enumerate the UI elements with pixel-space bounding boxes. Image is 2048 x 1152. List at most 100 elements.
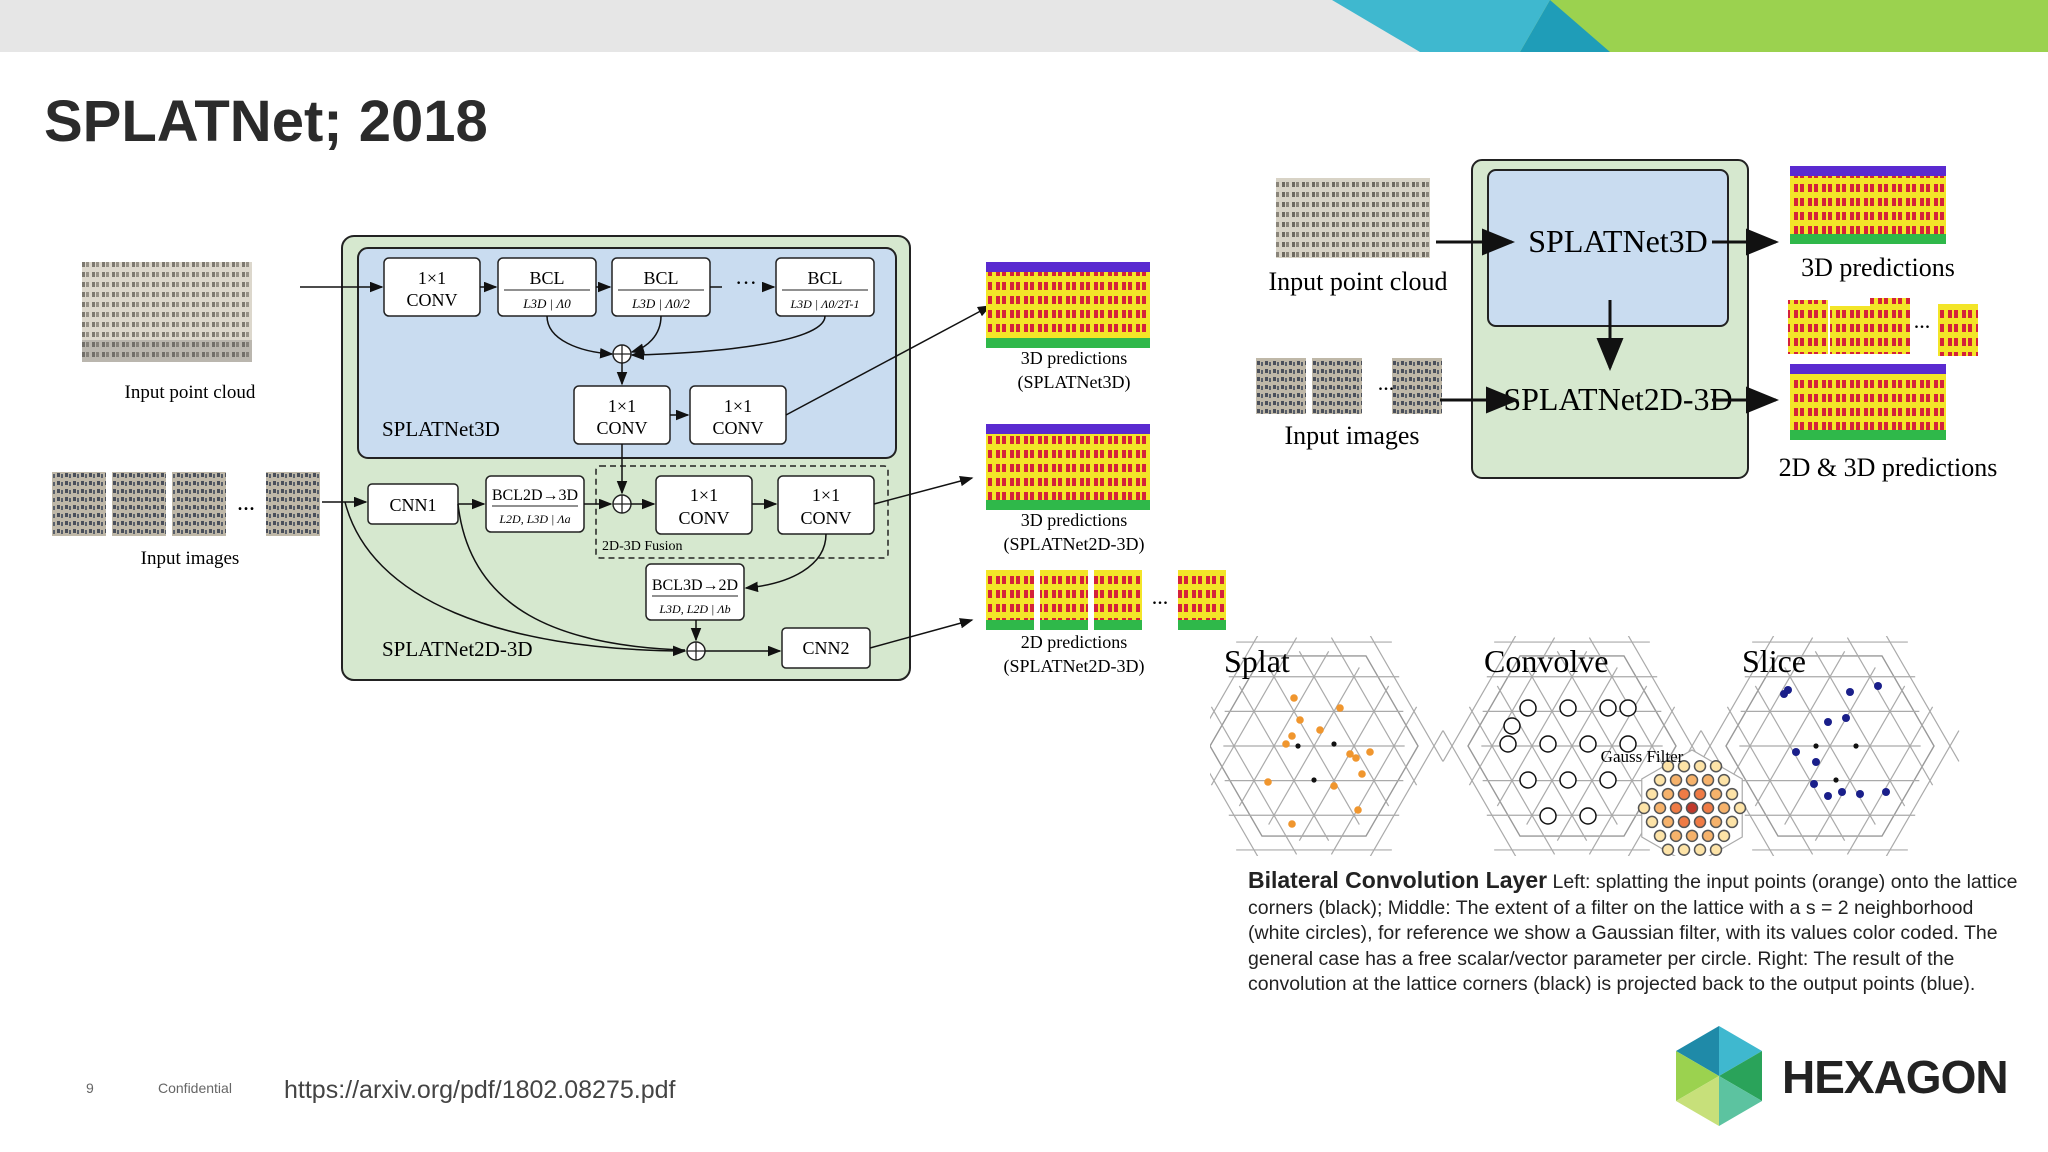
gauss-weight-dot xyxy=(1653,773,1667,787)
gauss-weight-dot xyxy=(1733,801,1747,815)
pred-3-line1: 2D predictions xyxy=(1021,632,1127,652)
pred-2-line1: 3D predictions xyxy=(1021,510,1127,530)
bcl-box-2-title: BCL xyxy=(643,268,678,288)
gauss-weight-dot xyxy=(1709,787,1723,801)
blue-output-point xyxy=(1812,758,1820,766)
lattice-line xyxy=(1369,636,1444,762)
lattice-outline xyxy=(1467,655,1677,837)
lattice-line xyxy=(1238,651,1330,807)
orange-input-point xyxy=(1346,750,1354,758)
caption-heading: Bilateral Convolution Layer xyxy=(1248,867,1548,893)
neighborhood-circle xyxy=(1503,717,1521,735)
lattice-corner-point xyxy=(1833,777,1839,783)
fusion-label: 2D-3D Fusion xyxy=(602,539,683,554)
bcl-box-1-title: BCL xyxy=(529,268,564,288)
gauss-weight-dot xyxy=(1677,815,1691,829)
lattice-line xyxy=(1814,651,1906,807)
lattice-line xyxy=(1496,651,1588,807)
bcl-3d2d-title: BCL3D→2D xyxy=(652,577,738,594)
orange-input-point xyxy=(1316,726,1324,734)
gauss-weight-dot xyxy=(1645,815,1659,829)
gauss-weight-dot xyxy=(1685,829,1699,843)
splatnet-2d3d-label: SPLATNet2D-3D xyxy=(382,637,533,661)
neighborhood-circle xyxy=(1619,699,1637,717)
overview-input-point-cloud-label: Input point cloud xyxy=(1268,267,1447,296)
gauss-weight-dot xyxy=(1669,773,1683,787)
orange-input-point xyxy=(1352,754,1360,762)
lattice-figure: Splat Convolve Slice Gauss Filter xyxy=(1210,636,1960,856)
blue-output-point xyxy=(1810,780,1818,788)
gauss-weight-dot xyxy=(1725,787,1739,801)
bcl-3d2d-sub: L3D, L2D | Λb xyxy=(658,602,730,616)
conv-box-4-line1: 1×1 xyxy=(690,485,718,505)
blue-output-point xyxy=(1784,686,1792,694)
neighborhood-circle xyxy=(1519,771,1537,789)
lattice-line xyxy=(1846,706,1934,855)
pred-2d-images xyxy=(986,570,1226,630)
gauss-weight-dot xyxy=(1717,801,1731,815)
gauss-weight-dot xyxy=(1685,773,1699,787)
gauss-weight-dot xyxy=(1653,801,1667,815)
bcl-3d2d-box xyxy=(645,563,745,621)
source-link[interactable]: https://arxiv.org/pdf/1802.08275.pdf xyxy=(284,1076,676,1104)
splatnet-architecture-diagram: Input point cloud ... Input images 1×1 C… xyxy=(52,235,1226,681)
neighborhood-circle xyxy=(1579,735,1597,753)
lattice-corner-point xyxy=(1311,777,1317,783)
orange-input-point xyxy=(1366,748,1374,756)
neighborhood-circle xyxy=(1539,807,1557,825)
overview-pred-3d-image xyxy=(1790,166,1946,244)
input-images-label: Input images xyxy=(141,548,240,569)
blue-output-point xyxy=(1838,788,1846,796)
orange-input-point xyxy=(1282,740,1290,748)
conv-box-5-line1: 1×1 xyxy=(812,485,840,505)
caption-body: Left: splatting the input points (orange… xyxy=(1248,871,2018,995)
overview-pred-2d-images xyxy=(1788,298,1978,356)
gauss-weight-dot xyxy=(1725,815,1739,829)
conv-box-2-line1: 1×1 xyxy=(608,396,636,416)
conv-box-2-line2: CONV xyxy=(596,418,647,438)
lattice-line xyxy=(1754,651,1846,807)
splatnet-3d-label: SPLATNet3D xyxy=(382,417,500,441)
lattice-corner-point xyxy=(1295,743,1301,749)
lattice-line xyxy=(1369,730,1444,856)
conv-box-5-line2: CONV xyxy=(800,508,851,528)
brand-name: HEXAGON xyxy=(1782,1051,2009,1103)
gauss-weight-dot xyxy=(1637,801,1651,815)
confidential-label: Confidential xyxy=(158,1080,232,1096)
lattice-line xyxy=(1268,667,1360,825)
gauss-weight-dot xyxy=(1661,843,1675,856)
lattice-line xyxy=(1754,685,1846,841)
splat-lattice xyxy=(1210,636,1444,856)
overview-images-ellipsis: ... xyxy=(1378,370,1395,395)
gauss-weight-dot xyxy=(1717,829,1731,843)
blue-output-point xyxy=(1882,788,1890,796)
bcl-box-3-title: BCL xyxy=(807,268,842,288)
orange-input-point xyxy=(1296,716,1304,724)
gauss-weight-dot xyxy=(1709,815,1723,829)
bcl-2d3d-title: BCL2D→3D xyxy=(492,487,578,504)
conv-box-3-line2: CONV xyxy=(712,418,763,438)
overview-input-point-cloud xyxy=(1276,178,1430,258)
top-banner-accent xyxy=(1332,0,2048,52)
hexagon-logo-icon xyxy=(1676,1026,1762,1126)
bcl-box-3-sub: L3D | Λ0/2T-1 xyxy=(790,297,860,311)
convolve-lattice xyxy=(1442,636,1702,856)
blue-output-point xyxy=(1824,718,1832,726)
gauss-filter xyxy=(1637,749,1747,856)
lattice-line xyxy=(1885,730,1960,856)
cnn2-label: CNN2 xyxy=(802,638,849,658)
neighborhood-circle xyxy=(1559,699,1577,717)
gauss-weight-dot xyxy=(1701,801,1715,815)
conv-box-1-line2: CONV xyxy=(406,290,457,310)
neighborhood-circle xyxy=(1519,699,1537,717)
pred-2d-ellipsis: ... xyxy=(1152,584,1169,609)
lattice-line xyxy=(1784,667,1876,825)
gauss-weight-dot xyxy=(1685,801,1699,815)
gauss-weight-dot xyxy=(1669,829,1683,843)
neighborhood-circle xyxy=(1619,735,1637,753)
overview-pred-3d-label: 3D predictions xyxy=(1801,253,1955,282)
gauss-weight-dot xyxy=(1677,759,1691,773)
gauss-weight-dot xyxy=(1661,815,1675,829)
neighborhood-circle xyxy=(1499,735,1517,753)
gauss-weight-dot xyxy=(1717,773,1731,787)
